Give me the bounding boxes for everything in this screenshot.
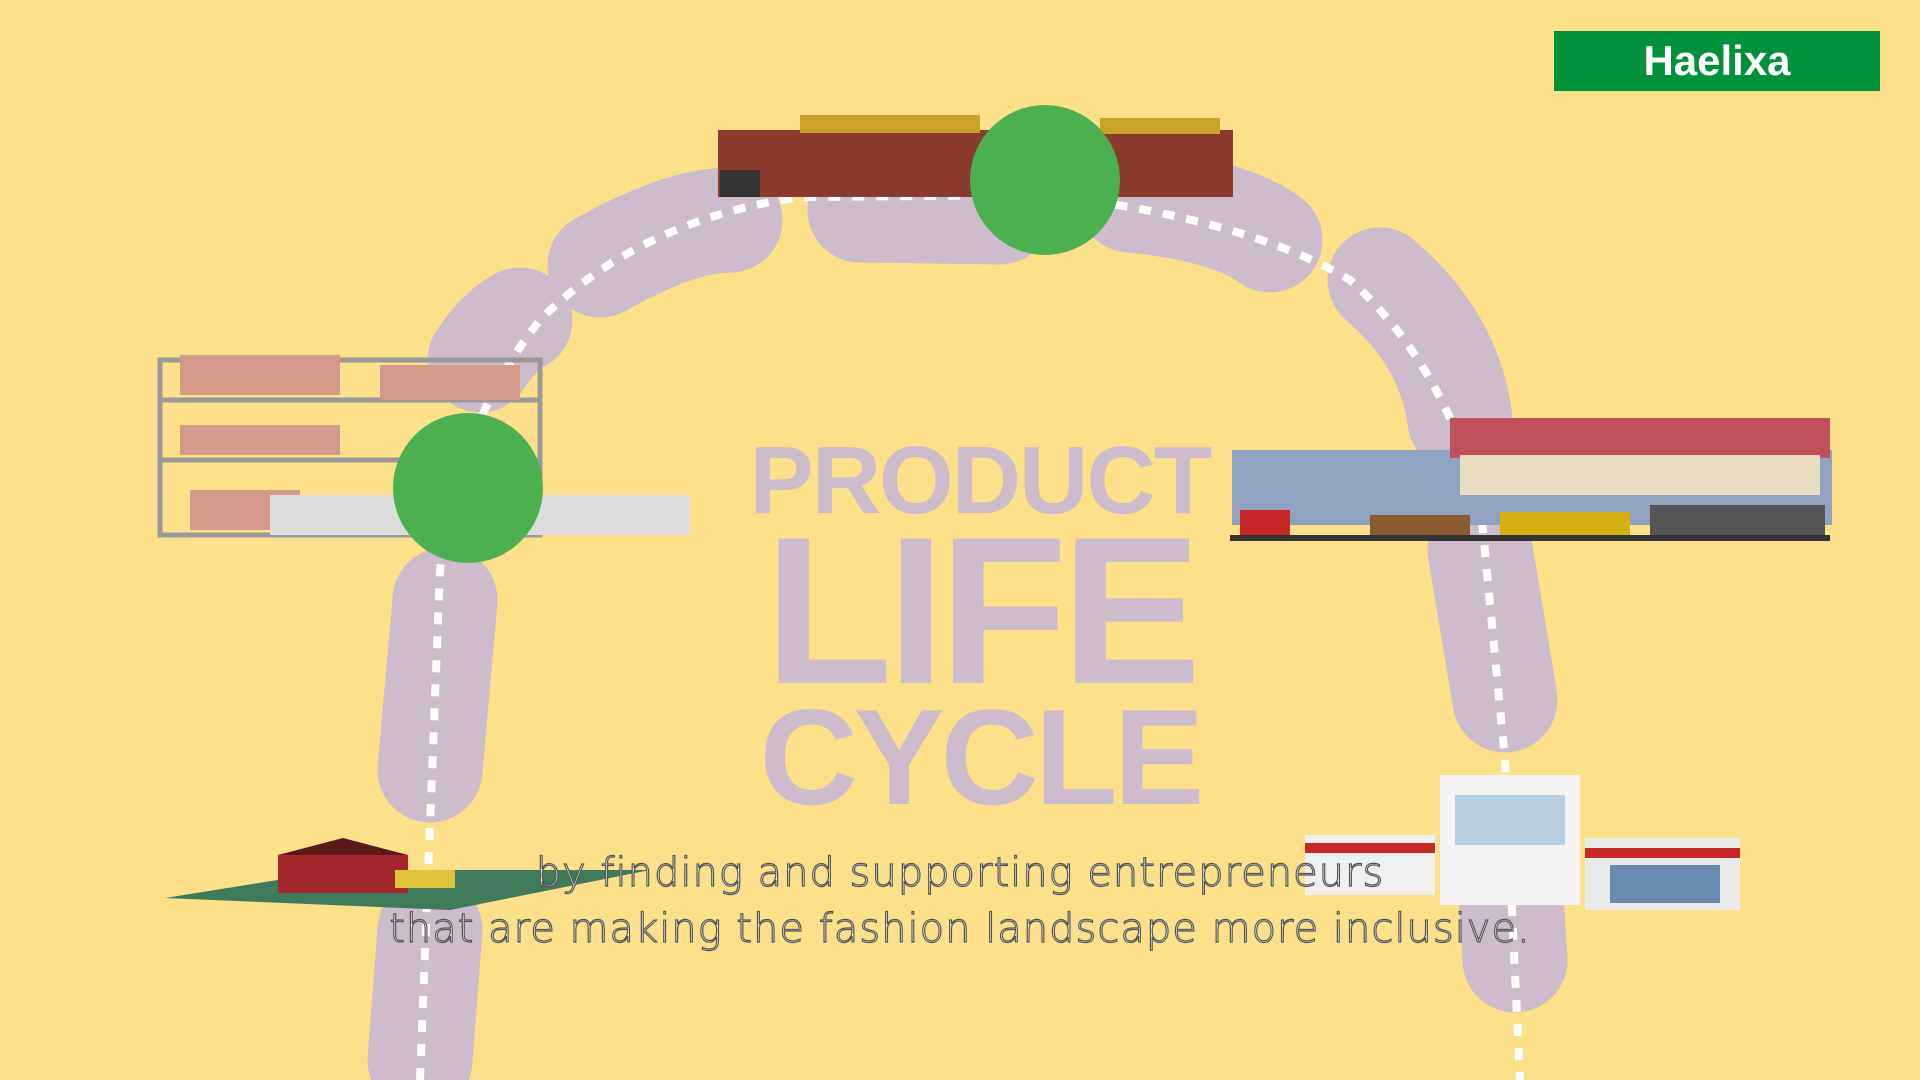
title-line-cycle: CYCLE <box>759 681 1205 834</box>
farm <box>165 838 650 910</box>
retail-shops <box>1305 775 1740 910</box>
green-ball-left <box>393 413 543 563</box>
product-life-cycle-title: PRODUCT LIFE CYCLE <box>745 427 1215 834</box>
haelixa-logo: Haelixa <box>1554 31 1880 91</box>
subtitle-line-2: that are making the fashion landscape mo… <box>389 905 1531 952</box>
green-ball-top <box>970 105 1120 255</box>
title-line-life: LIFE <box>764 492 1202 728</box>
factory-train <box>1230 418 1832 541</box>
title-line-product: PRODUCT <box>749 427 1213 534</box>
subtitle-line-1: by finding and supporting entrepreneurs <box>535 849 1385 896</box>
